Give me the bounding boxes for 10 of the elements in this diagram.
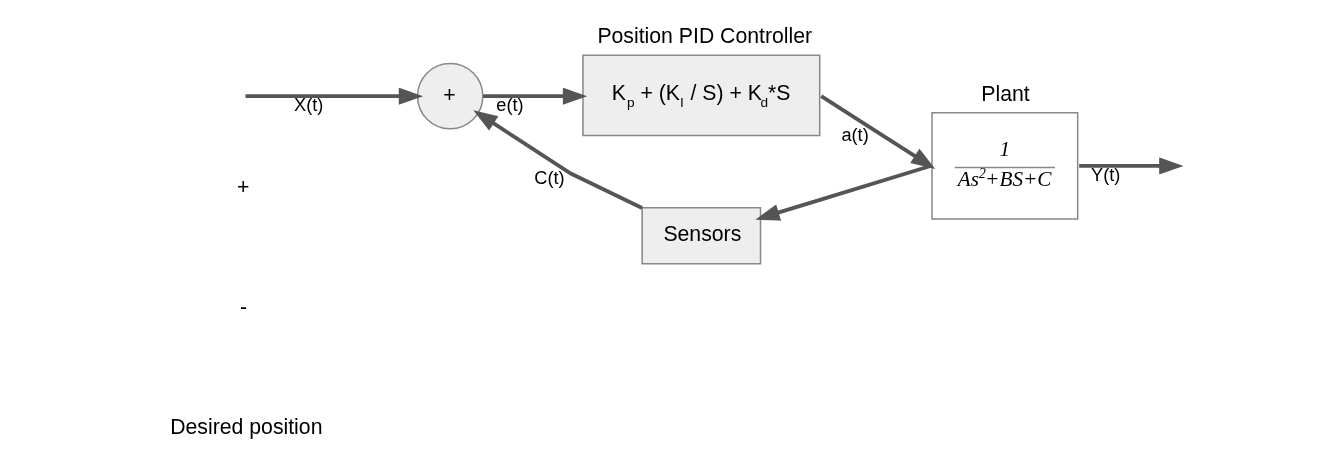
node-label: Position PID Controller xyxy=(596,24,812,49)
edge-label: Y(t) xyxy=(1090,164,1120,185)
label: - xyxy=(239,295,247,320)
node-label: Plant xyxy=(980,82,1030,106)
label: Desired position xyxy=(169,415,322,440)
label: + xyxy=(236,175,249,200)
edge-label: X(t) xyxy=(293,94,323,115)
edge-label: e(t) xyxy=(495,94,524,115)
edge-label: C(t) xyxy=(533,168,565,189)
edge-label: a(t) xyxy=(840,125,869,146)
